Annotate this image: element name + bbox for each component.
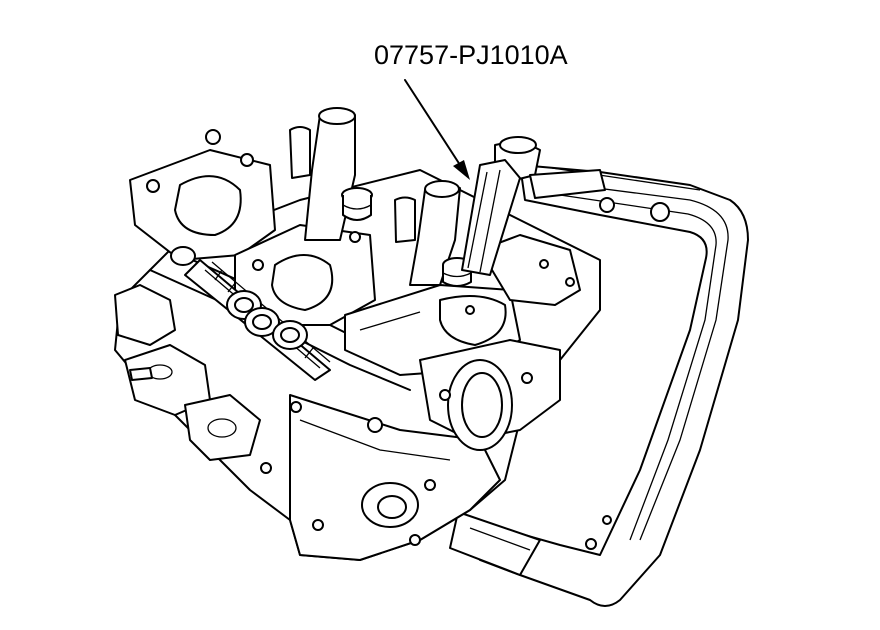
- callout-leader: [404, 79, 470, 180]
- valve-train: [170, 107, 472, 381]
- compressor-frame: [449, 164, 749, 607]
- compressor-tool-head: [461, 136, 606, 276]
- part-number-label: 07757-PJ1010A: [374, 40, 568, 70]
